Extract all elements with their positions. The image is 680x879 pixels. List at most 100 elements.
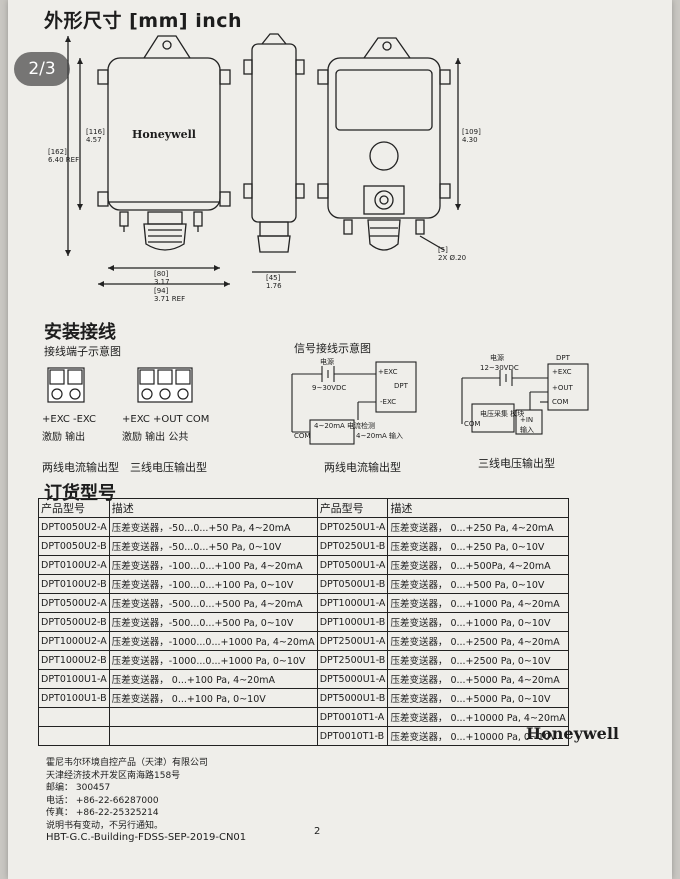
section-title-wiring: 安装接线: [44, 322, 116, 343]
cell-desc-right: 压差变送器， 0...+2500 Pa, 0~10V: [387, 650, 569, 670]
cell-desc-left: 压差变送器，-500...0...+500 Pa, 0~10V: [108, 612, 318, 632]
cell-model-right: DPT0250U1-B: [316, 536, 389, 556]
power-label-b: 电源: [490, 354, 504, 362]
cell-desc-left: 压差变送器， 0...+100 Pa, 0~10V: [108, 688, 318, 708]
current-input-label: 4~20mA 输入: [356, 432, 404, 440]
cell-desc-left: 压差变送器，-50...0...+50 Pa, 4~20mA: [108, 517, 318, 537]
page-number: 2: [314, 826, 321, 837]
voltage-label-b: 12~30VDC: [480, 364, 519, 372]
dim-side-depth: [45]1.76: [266, 274, 282, 290]
terminal-3wire-labels: +EXC +OUT COM: [122, 414, 210, 425]
out-plus-label-b: +OUT: [552, 384, 573, 392]
terminal-2wire-functions: 激励 输出: [42, 432, 86, 443]
fax: 传真： +86-22-25325214: [46, 808, 159, 818]
two-wire-circuit-diagram: [291, 361, 417, 445]
voltage-module-label: 电压采集 模块: [480, 410, 525, 418]
cell-desc-right: 压差变送器， 0...+5000 Pa, 4~20mA: [387, 669, 569, 689]
cell-model-right: DPT5000U1-B: [316, 688, 389, 708]
cell-model-right: DPT0010T1-B: [316, 726, 389, 746]
cell-desc-left: 压差变送器，-500...0...+500 Pa, 4~20mA: [108, 593, 318, 613]
cell-desc-right: 压差变送器， 0...+5000 Pa, 0~10V: [387, 688, 569, 708]
cell-desc-right: 压差变送器， 0...+250 Pa, 4~20mA: [387, 517, 569, 537]
dim-overall-width: [94]3.71 REF: [154, 287, 186, 303]
cell-model-left: DPT0050U2-B: [38, 536, 110, 556]
cell-model-right: DPT0010T1-A: [316, 707, 389, 727]
dim-front-width: [80]3.17: [154, 270, 170, 286]
page-indicator-badge: 2/3: [14, 52, 70, 86]
cell-model-left: DPT0100U1-B: [38, 688, 110, 708]
dim-overall-height: [162]6.40 REF: [48, 148, 80, 164]
company-address-block: 霍尼韦尔环境自控产品（天津）有限公司 天津经济技术开发区南海路158号 邮编： …: [46, 757, 208, 832]
postcode: 邮编： 300457: [46, 783, 111, 793]
cell-desc-right: 压差变送器， 0...+10000 Pa, 0~10V: [387, 726, 569, 746]
cell-desc-right: 压差变送器， 0...+500 Pa, 0~10V: [387, 574, 569, 594]
cell-desc-left: 压差变送器， 0...+100 Pa, 4~20mA: [108, 669, 318, 689]
section-title-dimensions: 外形尺寸 [mm] inch: [44, 10, 243, 32]
cell-model-right: DPT0500U1-A: [316, 555, 389, 575]
cell-model-left: DPT1000U2-A: [38, 631, 110, 651]
brand-logo: Honeywell: [526, 724, 620, 743]
cell-desc-left: [108, 726, 318, 746]
cell-model-right: DPT2500U1-B: [316, 650, 389, 670]
dim-mount-hole: [5]2X Ø.20: [438, 246, 467, 262]
cell-model-left: DPT1000U2-B: [38, 650, 110, 670]
cell-desc-left: 压差变送器，-100...0...+100 Pa, 0~10V: [108, 574, 318, 594]
dpt-label-b: DPT: [556, 354, 570, 362]
terminal-diagram-title: 接线端子示意图: [44, 345, 121, 358]
cell-model-left: DPT0500U2-A: [38, 593, 110, 613]
cell-desc-right: 压差变送器， 0...+1000 Pa, 4~20mA: [387, 593, 569, 613]
header-model-left: 产品型号: [38, 498, 110, 518]
header-model-right: 产品型号: [316, 498, 389, 518]
cell-model-right: DPT2500U1-A: [316, 631, 389, 651]
cell-desc-left: 压差变送器，-100...0...+100 Pa, 4~20mA: [108, 555, 318, 575]
three-wire-model-label: 三线电压输出型: [130, 461, 207, 474]
cell-desc-right: 压差变送器， 0...+1000 Pa, 0~10V: [387, 612, 569, 632]
in-plus-label: +IN: [520, 416, 534, 424]
current-detect-label: 4~20mA 电流检测: [314, 422, 376, 430]
front-view-drawing: [65, 33, 461, 287]
two-wire-diagram-caption: 两线电流输出型: [324, 461, 401, 474]
com-label-a: COM: [294, 432, 311, 440]
dim-rear-height: [109]4.30: [462, 128, 481, 144]
cell-desc-left: 压差变送器，-50...0...+50 Pa, 0~10V: [108, 536, 318, 556]
exc-plus-label-a: +EXC: [378, 368, 398, 376]
cell-model-left: DPT0500U2-B: [38, 612, 110, 632]
cell-model-left: [38, 726, 110, 746]
cell-model-left: DPT0100U2-B: [38, 574, 110, 594]
exc-plus-label-b: +EXC: [552, 368, 572, 376]
cell-desc-right: 压差变送器， 0...+2500 Pa, 4~20mA: [387, 631, 569, 651]
com-label-c: COM: [464, 420, 481, 428]
company-address: 天津经济技术开发区南海路158号: [46, 770, 181, 781]
header-desc-left: 描述: [108, 498, 318, 518]
exc-minus-label-a: -EXC: [380, 398, 397, 406]
two-wire-model-label: 两线电流输出型: [42, 461, 119, 474]
dim-front-height: [116]4.57: [86, 128, 105, 144]
signal-diagram-title: 信号接线示意图: [294, 342, 371, 355]
cell-model-left: DPT0100U2-A: [38, 555, 110, 575]
cell-model-right: DPT1000U1-B: [316, 612, 389, 632]
company-name: 霍尼韦尔环境自控产品（天津）有限公司: [46, 758, 209, 768]
cell-model-right: DPT0500U1-B: [316, 574, 389, 594]
power-label-a: 电源: [320, 358, 334, 366]
document-page: 外形尺寸 [mm] inch: [8, 0, 672, 879]
header-desc-right: 描述: [387, 498, 569, 518]
device-logo: Honeywell: [132, 128, 196, 141]
cell-desc-left: 压差变送器，-1000...0...+1000 Pa, 4~20mA: [108, 631, 318, 651]
cell-desc-left: 压差变送器，-1000...0...+1000 Pa, 0~10V: [108, 650, 318, 670]
voltage-label-a: 9~30VDC: [312, 384, 347, 392]
cell-model-left: DPT0050U2-A: [38, 517, 110, 537]
cell-desc-left: [108, 707, 318, 727]
terminal-block-drawing: [47, 367, 193, 403]
three-wire-circuit-diagram: [461, 363, 589, 435]
cell-desc-right: 压差变送器， 0...+500Pa, 4~20mA: [387, 555, 569, 575]
